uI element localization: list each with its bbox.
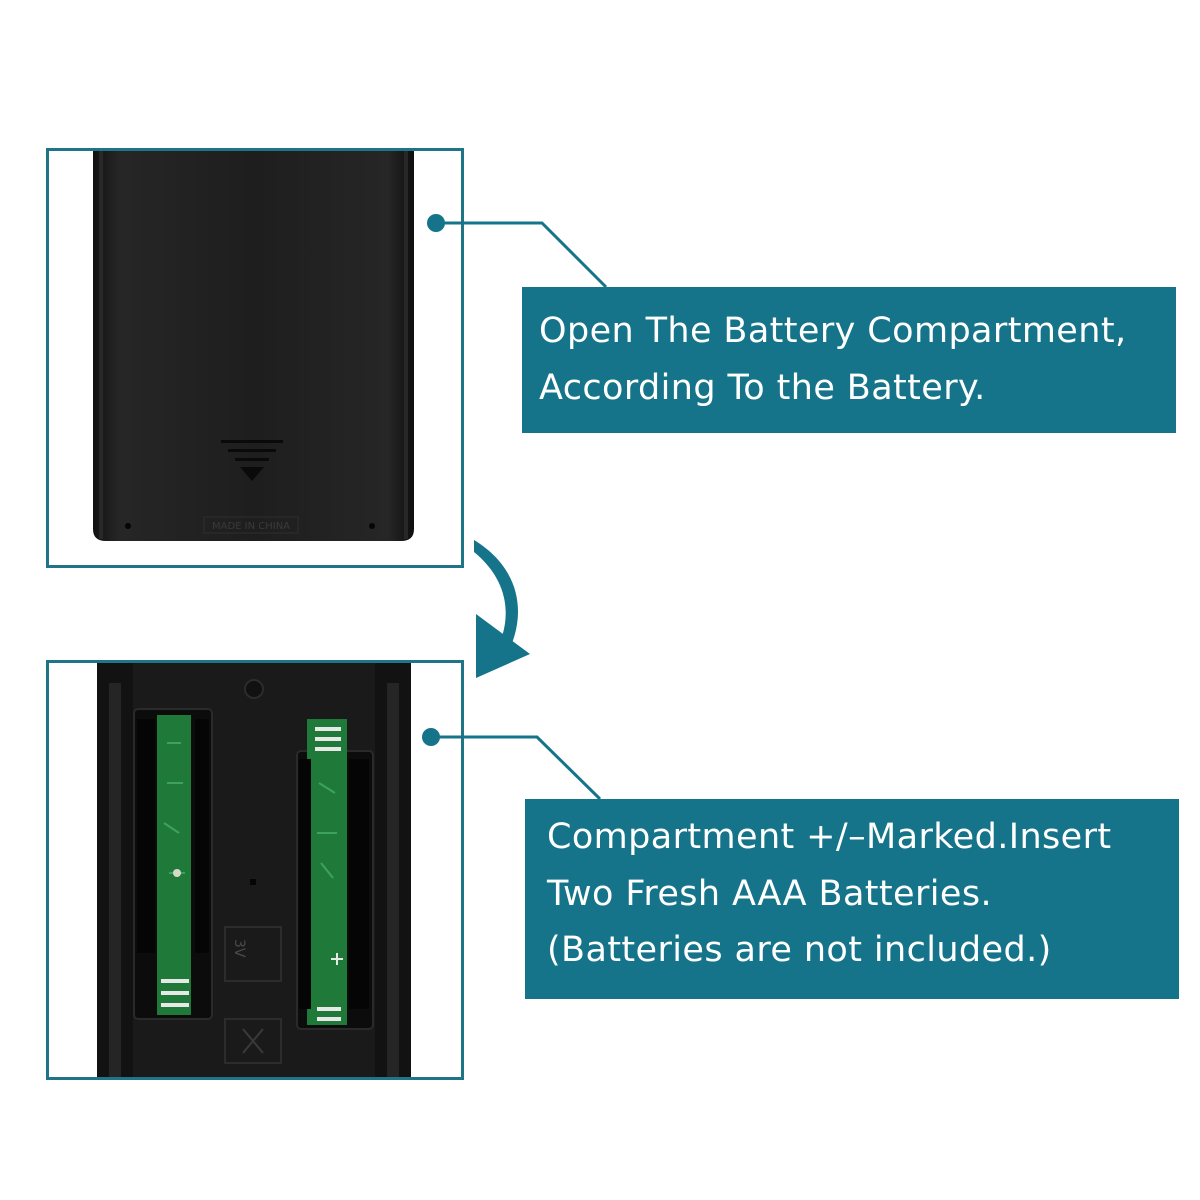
recycle-bin-icon	[224, 1018, 282, 1064]
compartment-illustration: 3V	[97, 663, 411, 1077]
voltage-label	[224, 926, 282, 982]
right-battery-slot	[296, 719, 374, 1030]
step-one-callout: Open The Battery Compartment, According …	[522, 287, 1176, 433]
curved-arrow-down-icon	[474, 540, 530, 678]
connector-dot-icon	[422, 728, 440, 746]
connector-dot-icon	[427, 214, 445, 232]
open-compartment-image: 3V	[46, 660, 464, 1080]
remote-back-illustration: MADE IN CHINA	[93, 151, 414, 541]
voltage-text: 3V	[231, 939, 247, 958]
screw-hole	[244, 679, 264, 699]
callout-line: According To the Battery.	[539, 367, 986, 408]
remote-body	[93, 151, 414, 541]
battery-cover-image: MADE IN CHINA	[46, 148, 464, 568]
callout-line: Compartment +/–Marked.Insert	[547, 817, 1112, 857]
connector-line-top	[427, 214, 608, 289]
left-battery-slot	[133, 708, 213, 1020]
callout-line: Open The Battery Compartment,	[539, 311, 1127, 351]
slide-arrow-icon	[221, 440, 283, 481]
step-two-callout: Compartment +/–Marked.Insert Two Fresh A…	[525, 799, 1179, 999]
callout-line: Two Fresh AAA Batteries.	[547, 873, 992, 914]
made-in-china-text: MADE IN CHINA	[212, 521, 290, 532]
connector-line-bottom	[422, 728, 602, 801]
callout-line: (Batteries are not included.)	[547, 930, 1052, 971]
